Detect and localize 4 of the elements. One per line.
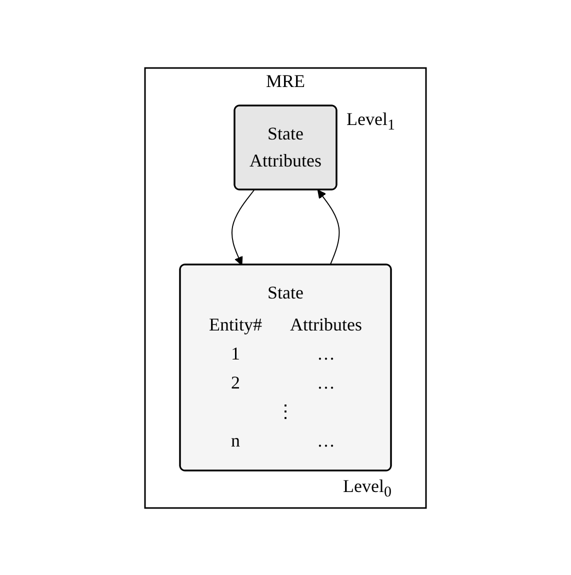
arrow — [231, 189, 255, 265]
level-label: Level$_{1}$ — [346, 109, 395, 135]
level-label: Level$_{0}$ — [343, 476, 392, 502]
arrow — [317, 189, 340, 265]
